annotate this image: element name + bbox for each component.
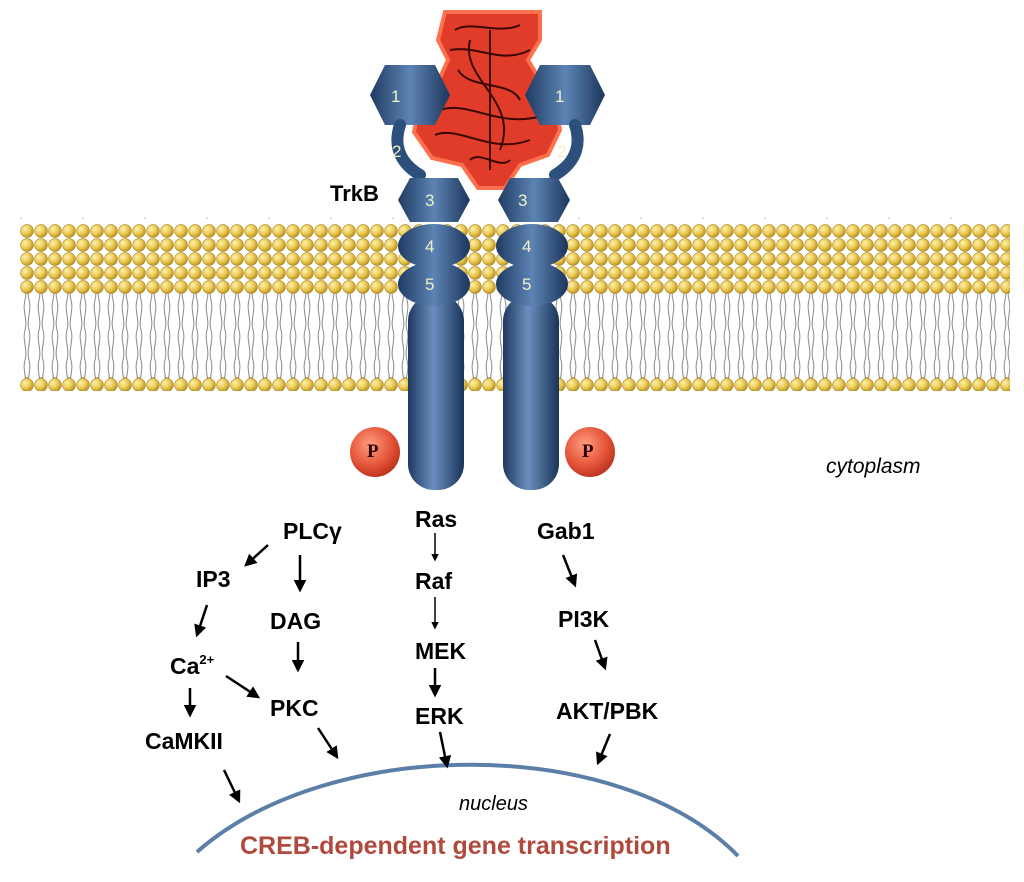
phospho-left-label: P	[367, 441, 379, 462]
raf-label: Raf	[415, 568, 453, 594]
arrow-gab1-pi3k	[561, 554, 578, 588]
right-domain-2-label: 2	[557, 142, 567, 161]
pi3k-label: PI3K	[558, 606, 610, 632]
nucleus-envelope	[195, 762, 740, 858]
trkb-right-monomer	[496, 65, 605, 490]
phospho-left	[350, 427, 400, 477]
right-domain-2-linker	[549, 119, 584, 181]
left-domain-5-label: 5	[425, 275, 435, 294]
arrow-ip3-ca	[194, 604, 209, 638]
mek-label: MEK	[415, 638, 467, 664]
left-domain-5	[398, 262, 470, 306]
right-domain-3	[498, 178, 570, 222]
phospho-right	[565, 427, 615, 477]
arrow-pi3k-akt	[593, 639, 608, 671]
ligand-ribbon	[434, 24, 546, 170]
erk-label: ERK	[415, 703, 464, 729]
nucleus-label: nucleus	[459, 793, 528, 815]
left-domain-3-label: 3	[425, 191, 435, 210]
right-domain-4	[496, 224, 568, 268]
right-intracellular-stem	[503, 295, 559, 490]
pkc-label: PKC	[270, 695, 319, 721]
ras-label: Ras	[415, 506, 458, 532]
phospho-right-label: P	[582, 441, 594, 462]
left-domain-2-label: 2	[392, 142, 402, 161]
right-domain-5-label: 5	[522, 275, 532, 294]
left-domain-4	[398, 224, 470, 268]
arrow-ca-pkc	[225, 674, 261, 699]
left-domain-2-linker	[391, 119, 426, 181]
plcgamma-label: PLCγ	[283, 518, 342, 544]
creb-transcription-label: CREB-dependent gene transcription	[240, 832, 671, 860]
right-domain-5	[496, 262, 568, 306]
arrow-erk-nucleus	[438, 731, 452, 769]
arrow-camkii-nucleus	[222, 769, 241, 804]
pathway-arrows	[183, 533, 612, 804]
calcium-label: Ca2+	[170, 652, 215, 679]
trkb-left-monomer	[370, 65, 470, 490]
calcium-charge: 2+	[199, 652, 215, 667]
dag-label: DAG	[270, 608, 322, 634]
left-domain-1	[370, 65, 450, 125]
left-domain-1-label: 1	[391, 87, 401, 106]
right-domain-1	[525, 65, 605, 125]
left-domain-3	[398, 178, 470, 222]
cytoplasm-label: cytoplasm	[826, 455, 921, 478]
arrow-plc-ip3	[244, 544, 269, 567]
camkii-label: CaMKII	[145, 728, 223, 754]
gab1-label: Gab1	[537, 518, 595, 544]
right-domain-4-label: 4	[522, 237, 532, 256]
ip3-label: IP3	[196, 566, 231, 592]
left-domain-4-label: 4	[425, 237, 435, 256]
akt-pbk-label: AKT/PBK	[556, 698, 659, 724]
right-domain-3-label: 3	[518, 191, 528, 210]
arrow-akt-nucleus	[596, 733, 612, 766]
arrow-pkc-nucleus	[316, 727, 339, 760]
left-intracellular-stem	[408, 295, 464, 490]
calcium-symbol: Ca	[170, 653, 200, 679]
receptor-name-label: TrkB	[330, 181, 379, 206]
right-domain-1-label: 1	[555, 87, 565, 106]
